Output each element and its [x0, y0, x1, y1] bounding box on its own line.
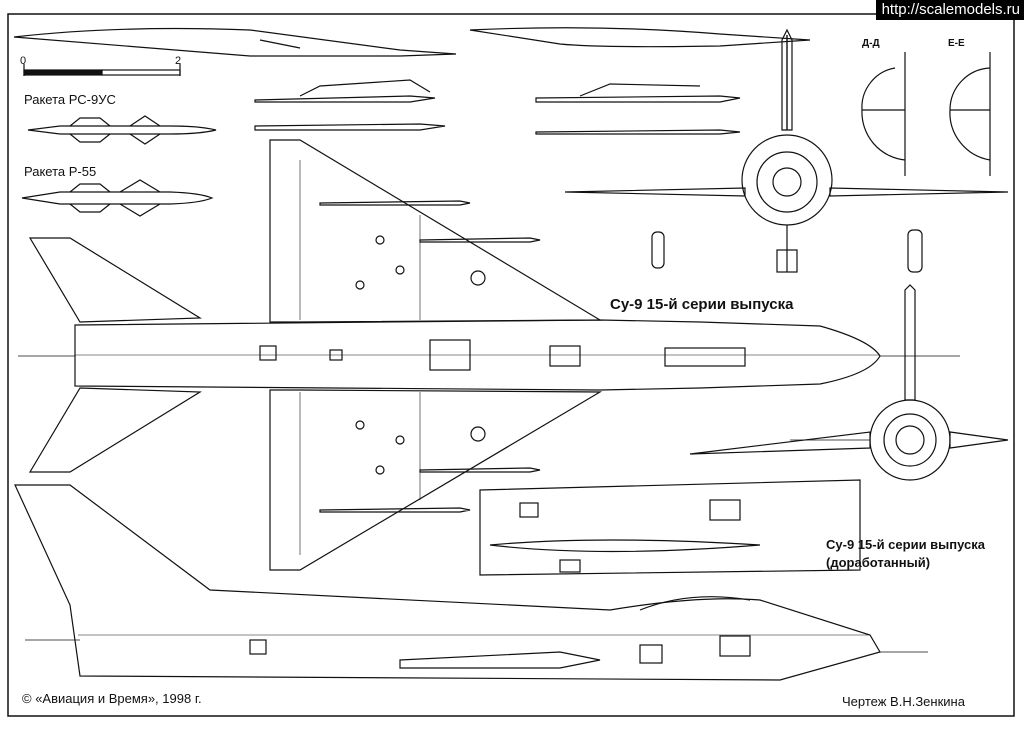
- missile-rs9us-top: [27, 115, 217, 145]
- watermark-url[interactable]: http://scalemodels.ru: [875, 0, 1024, 20]
- section-ee-label: Е-Е: [948, 38, 965, 49]
- tank-side-view-2: [469, 27, 811, 48]
- missile-r55-top: [21, 179, 214, 217]
- missile-rs9us-label: Ракета РС-9УС: [24, 92, 116, 107]
- missile-rail-1: [254, 79, 436, 103]
- scale-start-label: 0: [20, 55, 27, 67]
- rear-view: [689, 284, 1009, 481]
- modified-detail: [479, 479, 861, 576]
- scale-end-label: 2: [175, 55, 182, 67]
- side-view: [14, 484, 928, 681]
- copyright-text: © «Авиация и Время», 1998 г.: [22, 691, 202, 706]
- missile-r55-label: Ракета Р-55: [24, 164, 97, 179]
- missile-rail-2: [254, 123, 446, 131]
- scale-bar: [23, 64, 181, 76]
- main-title: Су-9 15-й серии выпуска: [610, 296, 794, 313]
- missile-rail-3: [535, 83, 741, 103]
- modified-title-line2: (доработанный): [826, 555, 931, 570]
- plan-view: [18, 139, 960, 571]
- tank-side-view-1: [13, 27, 457, 57]
- front-view: [564, 28, 1009, 273]
- section-dd: [861, 52, 906, 176]
- frame-border: [7, 13, 1015, 717]
- section-dd-label: Д-Д: [862, 38, 880, 49]
- missile-rail-4: [535, 129, 741, 135]
- modified-title-line1: Су-9 15-й серии выпуска: [826, 537, 985, 552]
- author-text: Чертеж В.Н.Зенкина: [842, 694, 965, 709]
- section-ee: [949, 52, 991, 176]
